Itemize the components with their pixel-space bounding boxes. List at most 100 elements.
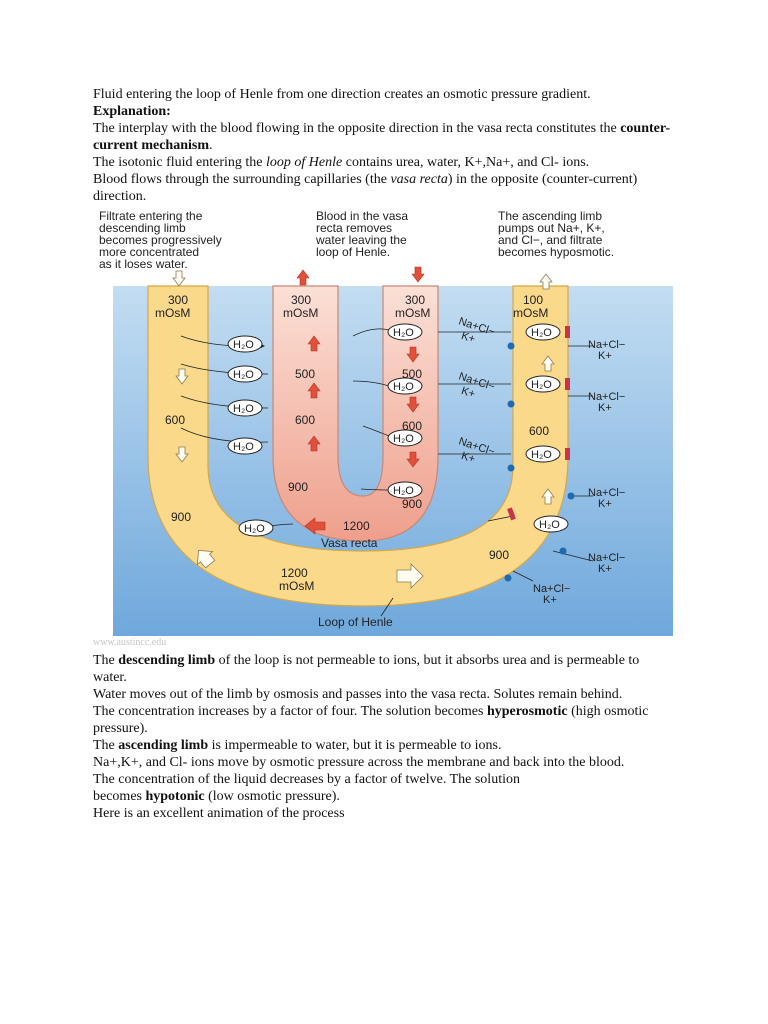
svg-text:Filtrate entering the: Filtrate entering the xyxy=(99,209,203,223)
conc-vr-up-top: 300 xyxy=(291,293,311,307)
conc-loop-1200: 1200 xyxy=(281,566,308,580)
svg-text:H₂O: H₂O xyxy=(393,327,414,339)
svg-text:K+: K+ xyxy=(598,498,612,510)
conc-vr-900: 900 xyxy=(288,480,308,494)
caption-arrows xyxy=(172,266,553,290)
water-bubble: H₂O xyxy=(525,375,561,393)
unit-asc-top: mOsM xyxy=(513,306,548,320)
svg-text:becomes progressively: becomes progressively xyxy=(99,233,222,247)
paragraph-ascending: The ascending limb is impermeable to wat… xyxy=(93,738,502,753)
svg-text:recta removes: recta removes xyxy=(316,221,392,235)
paragraph-ions: Na+,K+, and Cl- ions move by osmotic pre… xyxy=(93,755,625,770)
water-bubble: H₂O xyxy=(533,515,569,533)
svg-text:Blood in the vasa: Blood in the vasa xyxy=(316,209,408,223)
vasa-recta-label: Vasa recta xyxy=(321,536,378,550)
svg-text:K+: K+ xyxy=(460,330,477,346)
water-bubble: H₂O xyxy=(227,335,263,353)
conc-desc-600: 600 xyxy=(165,413,185,427)
intro-text: Fluid entering the loop of Henle from on… xyxy=(93,86,673,205)
flow-arrows xyxy=(175,335,555,589)
image-credit: www.austincc.edu xyxy=(93,637,167,648)
water-bubble: H₂O xyxy=(525,323,561,341)
paragraph-hyperosmotic: The concentration increases by a factor … xyxy=(93,704,649,736)
water-bubble: H₂O xyxy=(387,377,423,395)
svg-text:H₂O: H₂O xyxy=(393,381,414,393)
conc-vr-down-top: 300 xyxy=(405,293,425,307)
svg-text:pumps out Na+, K+,: pumps out Na+, K+, xyxy=(498,221,605,235)
water-bubble: H₂O xyxy=(387,323,423,341)
svg-text:as it loses water.: as it loses water. xyxy=(99,257,188,271)
svg-text:H₂O: H₂O xyxy=(233,441,254,453)
svg-text:H₂O: H₂O xyxy=(244,523,265,535)
concentration-labels: 300 mOsM 300 mOsM 300 mOsM 100 mOsM 500 … xyxy=(155,293,549,629)
unit-loop-1200: mOsM xyxy=(279,579,314,593)
svg-text:H₂O: H₂O xyxy=(393,433,414,445)
svg-text:H₂O: H₂O xyxy=(393,485,414,497)
svg-text:H₂O: H₂O xyxy=(531,379,552,391)
explanation-heading: Explanation: xyxy=(93,104,171,119)
svg-text:and Cl−, and filtrate: and Cl−, and filtrate xyxy=(498,233,603,247)
svg-text:H₂O: H₂O xyxy=(233,339,254,351)
loop-label-leader xyxy=(380,597,394,617)
svg-text:H₂O: H₂O xyxy=(531,327,552,339)
water-bubble: H₂O xyxy=(227,437,263,455)
conc-vr-1200: 1200 xyxy=(343,519,370,533)
svg-text:H₂O: H₂O xyxy=(531,449,552,461)
conc-asc-top: 100 xyxy=(523,293,543,307)
intro-paragraph-countercurrent: The interplay with the blood flowing in … xyxy=(93,121,671,153)
svg-text:water leaving the: water leaving the xyxy=(315,233,407,247)
caption-descending: Filtrate entering the descending limb be… xyxy=(99,209,222,271)
svg-text:K+: K+ xyxy=(460,450,477,466)
intro-paragraph-isotonic: The isotonic fluid entering the loop of … xyxy=(93,155,590,170)
conc-vr-down-500: 500 xyxy=(402,367,422,381)
loop-of-henle-label: Loop of Henle xyxy=(318,615,393,629)
conc-asc-900: 900 xyxy=(489,548,509,562)
svg-text:loop of Henle.: loop of Henle. xyxy=(316,245,390,259)
unit-vr-up-top: mOsM xyxy=(283,306,318,320)
svg-text:K+: K+ xyxy=(598,402,612,414)
conc-desc-900: 900 xyxy=(171,510,191,524)
svg-text:becomes hyposmotic.: becomes hyposmotic. xyxy=(498,245,614,259)
intro-paragraph-blood: Blood flows through the surrounding capi… xyxy=(93,172,638,204)
water-bubble: H₂O xyxy=(387,429,423,447)
conc-asc-600: 600 xyxy=(529,424,549,438)
paragraph-descending: The descending limb of the loop is not p… xyxy=(93,653,640,685)
water-bubble: H₂O xyxy=(238,519,274,537)
svg-text:K+: K+ xyxy=(598,350,612,362)
loop-of-henle-tube xyxy=(147,285,569,607)
body-text: The descending limb of the loop is not p… xyxy=(93,652,673,822)
conc-desc-top: 300 xyxy=(168,293,188,307)
conc-vr-600: 600 xyxy=(295,413,315,427)
svg-text:Na+Cl−: Na+Cl− xyxy=(588,487,625,499)
svg-text:H₂O: H₂O xyxy=(539,519,560,531)
svg-text:K+: K+ xyxy=(543,594,557,606)
intro-line: Fluid entering the loop of Henle from on… xyxy=(93,87,591,102)
unit-vr-down-top: mOsM xyxy=(395,306,430,320)
svg-text:The ascending limb: The ascending limb xyxy=(498,209,602,223)
paragraph-animation: Here is an excellent animation of the pr… xyxy=(93,806,345,821)
conc-vr-down-600: 600 xyxy=(402,419,422,433)
svg-text:descending limb: descending limb xyxy=(99,221,186,235)
unit-desc-top: mOsM xyxy=(155,306,190,320)
water-bubble: H₂O xyxy=(227,365,263,383)
conc-vr-500: 500 xyxy=(295,367,315,381)
svg-text:H₂O: H₂O xyxy=(233,403,254,415)
paragraph-water-osmosis: Water moves out of the limb by osmosis a… xyxy=(93,687,623,702)
conc-vr-down-900: 900 xyxy=(402,497,422,511)
caption-ascending: The ascending limb pumps out Na+, K+, an… xyxy=(498,209,614,259)
svg-text:K+: K+ xyxy=(598,563,612,575)
paragraph-hypotonic: becomes hypotonic (low osmotic pressure)… xyxy=(93,789,340,804)
water-bubble: H₂O xyxy=(387,481,423,499)
paragraph-decrease: The concentration of the liquid decrease… xyxy=(93,772,520,787)
svg-text:K+: K+ xyxy=(460,385,477,401)
svg-text:Na+Cl−: Na+Cl− xyxy=(588,552,625,564)
ion-pumps xyxy=(504,326,575,582)
water-bubble: H₂O xyxy=(525,445,561,463)
svg-text:H₂O: H₂O xyxy=(233,369,254,381)
svg-text:Na+Cl−: Na+Cl− xyxy=(588,391,625,403)
caption-vasa-recta: Blood in the vasa recta removes water le… xyxy=(315,209,408,259)
water-bubble: H₂O xyxy=(227,399,263,417)
svg-text:Na+Cl−: Na+Cl− xyxy=(533,583,570,595)
svg-text:more concentrated: more concentrated xyxy=(99,245,199,259)
loop-of-henle-diagram: Filtrate entering the descending limb be… xyxy=(93,206,683,636)
